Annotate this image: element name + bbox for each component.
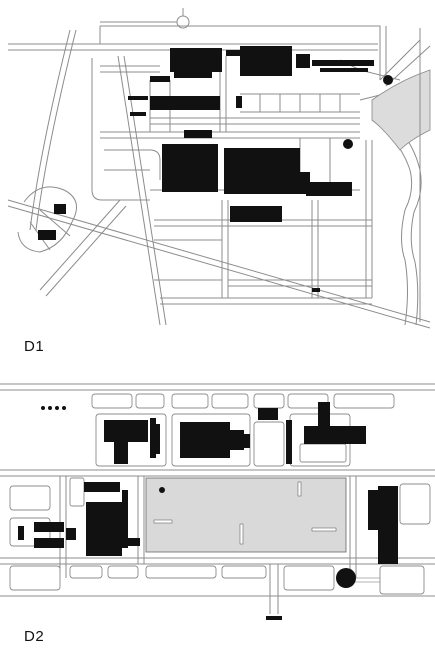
lot-markings (153, 481, 337, 545)
site-plan-d2 (0, 383, 435, 620)
road-network-d1 (7, 8, 431, 329)
site-plan-d1 (7, 8, 431, 329)
buildings-d2 (18, 402, 398, 620)
buildings-d1 (38, 46, 393, 292)
map-label-d2: D2 (24, 628, 45, 645)
map-label-d1: D1 (24, 338, 45, 355)
